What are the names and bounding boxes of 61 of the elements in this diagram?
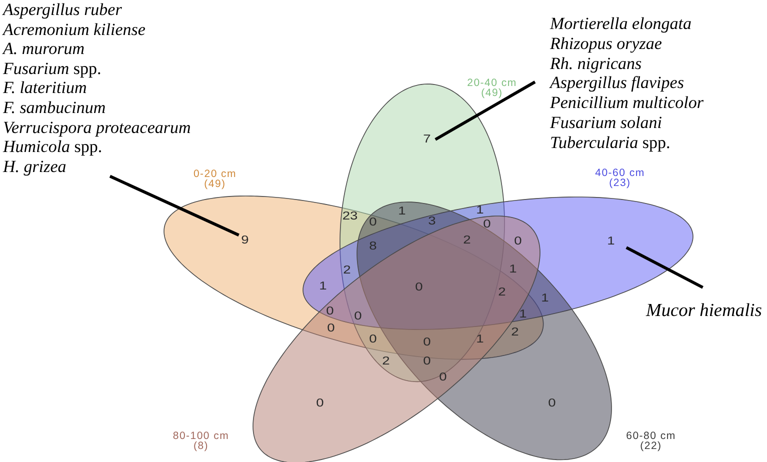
region-count: 0 bbox=[423, 336, 431, 350]
region-count: 0 bbox=[369, 216, 377, 230]
species-name: Mucor hiemalis bbox=[646, 300, 762, 320]
region-count: 0 bbox=[354, 310, 362, 324]
region-count: 1 bbox=[509, 264, 517, 276]
species-name: Humicola spp. bbox=[3, 137, 104, 157]
species-name: Rh. nigricans bbox=[550, 54, 643, 74]
region-count: 0 bbox=[548, 398, 556, 410]
species-name: Mortierella elongata bbox=[550, 14, 692, 34]
set-label: 40-60 cm bbox=[595, 168, 645, 178]
region-count: 2 bbox=[498, 286, 506, 300]
region-count: 1 bbox=[519, 308, 527, 322]
region-count: 1 bbox=[607, 235, 615, 248]
set-size: (49) bbox=[481, 88, 503, 98]
region-count: 0 bbox=[439, 372, 447, 384]
region-count: 0 bbox=[326, 306, 334, 318]
leader-line bbox=[109, 174, 240, 236]
region-count: 2 bbox=[343, 264, 351, 278]
region-count: 0 bbox=[423, 356, 431, 368]
region-count: 3 bbox=[428, 216, 436, 228]
region-count: 0 bbox=[369, 334, 377, 346]
region-count: 0 bbox=[415, 282, 423, 294]
region-count: 2 bbox=[463, 234, 471, 248]
region-count: 9 bbox=[241, 234, 249, 248]
species-name: Rhizopus oryzae bbox=[550, 34, 663, 54]
species-name: Aspergillus flavipes bbox=[550, 73, 685, 94]
region-count: 1 bbox=[319, 280, 327, 294]
set-size: (23) bbox=[609, 178, 631, 188]
species-name: Fusarium solani bbox=[550, 112, 663, 133]
region-count: 0 bbox=[327, 322, 335, 336]
species-name: Penicillium multicolor bbox=[550, 93, 704, 113]
species-name: Acremonium kiliense bbox=[3, 20, 146, 40]
species-name: Verrucispora proteacearum bbox=[3, 118, 191, 138]
region-count: 0 bbox=[483, 218, 491, 232]
set-label: 80-100 cm bbox=[172, 430, 230, 441]
region-count: 1 bbox=[476, 334, 484, 346]
region-count: 1 bbox=[541, 292, 549, 306]
region-count: 2 bbox=[382, 356, 390, 368]
species-name: A. murorum bbox=[3, 39, 86, 59]
set-label: 60-80 cm bbox=[626, 430, 676, 441]
set-size: (22) bbox=[640, 440, 662, 451]
region-count: 0 bbox=[316, 398, 324, 410]
species-name: H. grizea bbox=[3, 156, 68, 176]
region-count: 1 bbox=[476, 204, 484, 218]
species-name: Fusarium spp. bbox=[3, 58, 102, 78]
region-count: 1 bbox=[398, 206, 406, 218]
set-size: (8) bbox=[193, 440, 209, 451]
set-label: 20-40 cm bbox=[467, 78, 517, 88]
species-name: F. lateritium bbox=[3, 78, 88, 98]
species-name: Tubercularia spp. bbox=[550, 132, 672, 153]
region-count: 8 bbox=[369, 240, 377, 254]
region-count: 2 bbox=[511, 326, 519, 340]
region-count: 23 bbox=[342, 210, 358, 224]
leader-line bbox=[626, 246, 704, 289]
region-count: 7 bbox=[423, 133, 431, 146]
species-name: Aspergillus ruber bbox=[3, 0, 123, 20]
region-count: 0 bbox=[514, 236, 522, 248]
leader-line bbox=[434, 80, 536, 141]
set-label: 0-20 cm bbox=[193, 169, 237, 179]
species-name: F. sambucinum bbox=[3, 98, 107, 118]
set-size: (49) bbox=[204, 179, 226, 189]
